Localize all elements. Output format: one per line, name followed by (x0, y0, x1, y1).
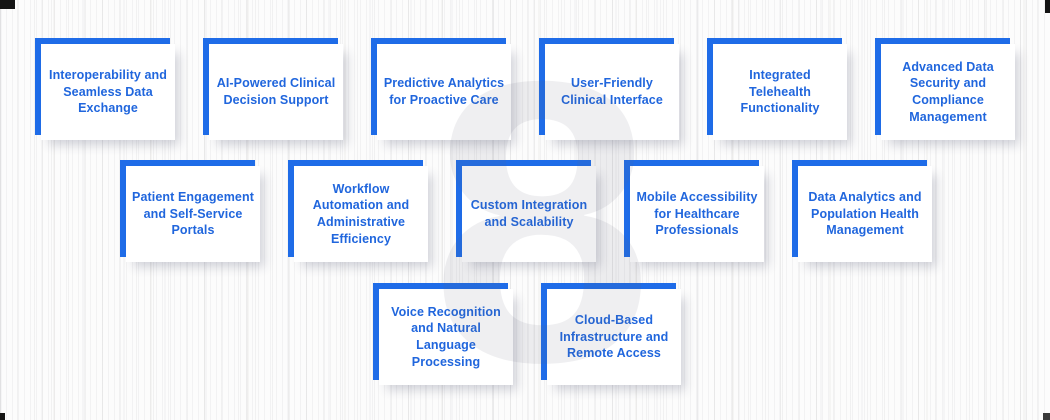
corner-mark-bottom-right (1043, 413, 1050, 420)
card-body: Mobile Accessibility for Healthcare Prof… (630, 166, 764, 262)
feature-card-mobile-accessibility: Mobile Accessibility for Healthcare Prof… (624, 160, 764, 262)
feature-row-3: Voice Recognition and Natural Language P… (373, 283, 681, 385)
card-label: Integrated Telehealth Functionality (740, 68, 820, 116)
card-label: Predictive Analytics for Proactive Care (383, 76, 505, 107)
card-label: Cloud-Based Infrastructure and Remote Ac… (559, 313, 669, 361)
feature-card-custom-integration: Custom Integration and Scalability (456, 160, 596, 262)
feature-row-2: Patient Engagement and Self-Service Port… (120, 160, 932, 262)
card-body: Voice Recognition and Natural Language P… (379, 289, 513, 385)
card-body: AI-Powered Clinical Decision Support (209, 44, 343, 140)
card-body: Advanced Data Security and Compliance Ma… (881, 44, 1015, 140)
card-body: User-Friendly Clinical Interface (545, 44, 679, 140)
corner-mark-top-right (1045, 0, 1050, 13)
feature-card-interoperability: Interoperability and Seamless Data Excha… (35, 38, 175, 140)
card-body: Integrated Telehealth Functionality (713, 44, 847, 140)
card-body: Custom Integration and Scalability (462, 166, 596, 262)
card-label: Advanced Data Security and Compliance Ma… (902, 59, 994, 124)
corner-mark-bottom-left (0, 413, 5, 420)
card-body: Cloud-Based Infrastructure and Remote Ac… (547, 289, 681, 385)
card-body: Predictive Analytics for Proactive Care (377, 44, 511, 140)
card-body: Data Analytics and Population Health Man… (798, 166, 932, 262)
feature-card-cloud-infrastructure: Cloud-Based Infrastructure and Remote Ac… (541, 283, 681, 385)
feature-card-workflow-automation: Workflow Automation and Administrative E… (288, 160, 428, 262)
card-body: Workflow Automation and Administrative E… (294, 166, 428, 262)
feature-card-data-security: Advanced Data Security and Compliance Ma… (875, 38, 1015, 140)
card-label: AI-Powered Clinical Decision Support (216, 76, 336, 107)
card-label: Interoperability and Seamless Data Excha… (49, 68, 167, 116)
card-body: Patient Engagement and Self-Service Port… (126, 166, 260, 262)
card-label: Mobile Accessibility for Healthcare Prof… (636, 190, 758, 238)
feature-card-data-analytics: Data Analytics and Population Health Man… (792, 160, 932, 262)
feature-card-predictive-analytics: Predictive Analytics for Proactive Care (371, 38, 511, 140)
corner-mark-top-left (0, 0, 15, 9)
feature-card-user-friendly-interface: User-Friendly Clinical Interface (539, 38, 679, 140)
card-label: Workflow Automation and Administrative E… (312, 181, 410, 246)
card-label: Patient Engagement and Self-Service Port… (132, 190, 254, 238)
card-label: Data Analytics and Population Health Man… (808, 190, 922, 238)
card-body: Interoperability and Seamless Data Excha… (41, 44, 175, 140)
feature-card-patient-engagement: Patient Engagement and Self-Service Port… (120, 160, 260, 262)
feature-card-telehealth: Integrated Telehealth Functionality (707, 38, 847, 140)
card-label: Voice Recognition and Natural Language P… (391, 304, 501, 369)
card-label: Custom Integration and Scalability (470, 198, 588, 229)
card-label: User-Friendly Clinical Interface (561, 76, 663, 107)
feature-row-1: Interoperability and Seamless Data Excha… (35, 38, 1015, 140)
feature-card-voice-recognition: Voice Recognition and Natural Language P… (373, 283, 513, 385)
feature-card-ai-decision-support: AI-Powered Clinical Decision Support (203, 38, 343, 140)
